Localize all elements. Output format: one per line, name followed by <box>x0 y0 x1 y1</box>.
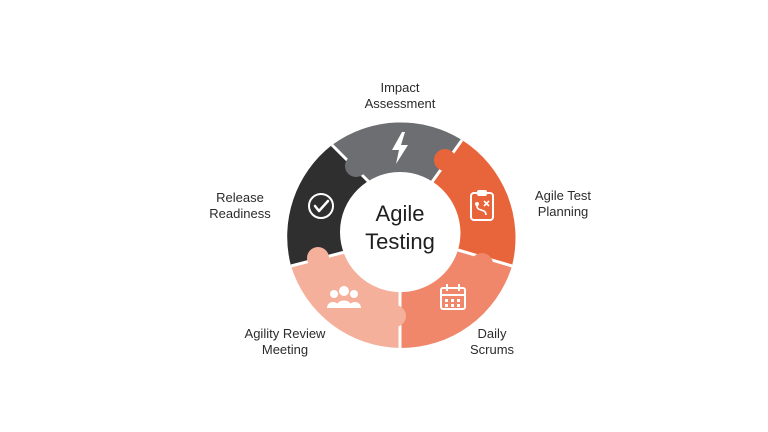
puzzle-knob <box>434 149 456 171</box>
clipboard-plan-icon <box>470 190 494 221</box>
puzzle-knob <box>384 305 406 327</box>
label-daily-scrums: Daily Scrums <box>469 326 515 357</box>
label-agility-review-meeting: Agility Review Meeting <box>244 326 326 357</box>
label-agile-test-planning: Agile Test Planning <box>534 188 592 219</box>
segment-agility-review-meeting <box>291 252 400 348</box>
lightning-bolt-icon <box>392 132 408 164</box>
people-group-icon <box>327 286 361 308</box>
puzzle-knob <box>471 253 493 275</box>
puzzle-knob <box>307 247 329 269</box>
checkmark-circle-icon <box>308 193 334 219</box>
center-circle <box>340 172 460 292</box>
label-release-readiness: Release Readiness <box>209 190 271 221</box>
segment-agile-test-planning <box>432 140 516 266</box>
calendar-icon <box>440 284 466 310</box>
center-title: Agile Testing <box>365 201 435 254</box>
puzzle-knob <box>345 155 367 177</box>
label-impact-assessment: Impact Assessment <box>364 80 436 111</box>
